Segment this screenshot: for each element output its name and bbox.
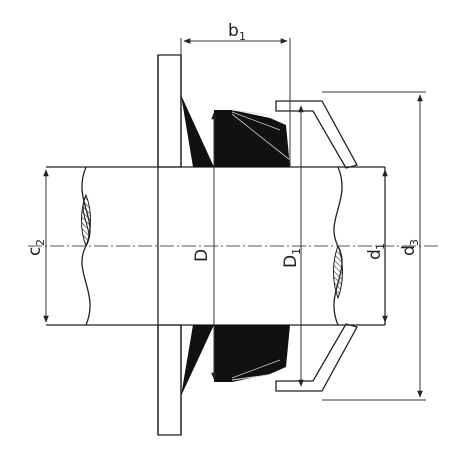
dimension-d3 [322, 91, 426, 401]
label-d1: d [365, 249, 385, 260]
seal-lower [181, 325, 290, 396]
label-b1: b [228, 21, 239, 41]
seal-upper [181, 95, 291, 167]
label-d3-sub: 3 [408, 239, 421, 246]
label-d1-sub: 1 [374, 243, 387, 250]
housing-wall [157, 54, 182, 436]
label-c2: c [25, 247, 45, 256]
clamp-band-lower [275, 323, 358, 392]
dimension-b1 [180, 38, 291, 167]
label-c2-sub: 2 [34, 239, 47, 246]
label-D1: D [281, 255, 301, 268]
label-D: D [192, 249, 212, 262]
label-D1-sub: 1 [290, 248, 303, 255]
clamp-band-upper [275, 100, 358, 169]
label-b1-sub: 1 [239, 30, 246, 43]
label-d3: d [399, 245, 419, 256]
